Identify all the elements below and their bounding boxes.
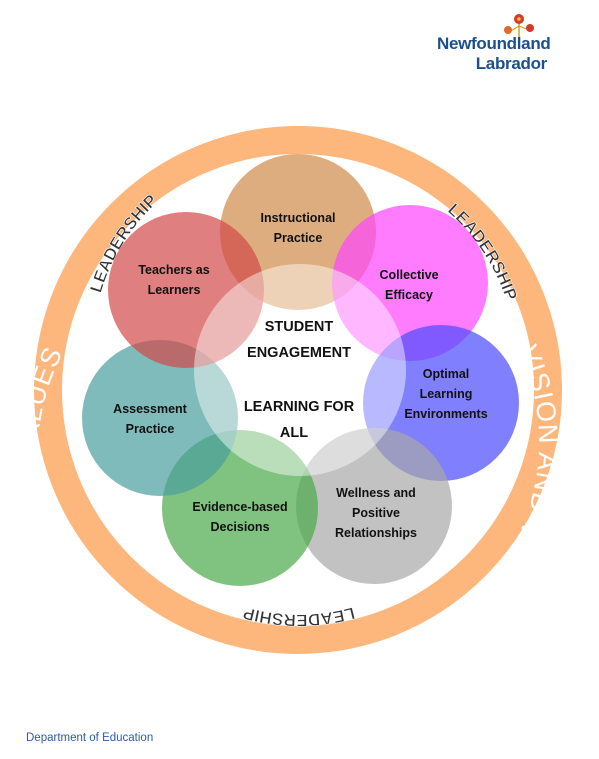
logo-wordmark: Newfoundland Labrador <box>437 34 551 74</box>
leadership-label-bottom: LEADERSHIP <box>241 603 357 630</box>
center-label-learning-for: LEARNING FOR <box>244 399 355 415</box>
practice-circles <box>82 154 519 586</box>
center-label: STUDENT ENGAGEMENT LEARNING FOR ALL <box>244 319 355 441</box>
vision-values-label-top: VISION AND VALUES <box>153 61 445 135</box>
svg-text:LEADERSHIP: LEADERSHIP <box>241 603 357 629</box>
newfoundland-labrador-logo: Newfoundland Labrador <box>437 12 557 82</box>
center-label-engagement: ENGAGEMENT <box>247 345 351 361</box>
wellness-and-positive-relationships-circle <box>296 428 452 584</box>
center-circle <box>194 264 406 476</box>
pitcher-plant-flower-icon <box>504 14 534 42</box>
department-of-education: Department of Education <box>26 732 154 744</box>
collective-efficacy-circle <box>332 205 488 361</box>
center-label-student: STUDENT <box>265 319 334 335</box>
center-label-all: ALL <box>280 425 308 441</box>
logo-line-newfoundland: Newfoundland <box>437 34 551 53</box>
logo-line-labrador: Labrador <box>475 54 548 73</box>
assessment-practice-circle <box>82 340 238 496</box>
vision-ring <box>34 126 562 654</box>
teachers-as-learners-circle <box>108 212 264 368</box>
svg-text:VISION AND VALUES: VISION AND VALUES <box>153 61 445 135</box>
